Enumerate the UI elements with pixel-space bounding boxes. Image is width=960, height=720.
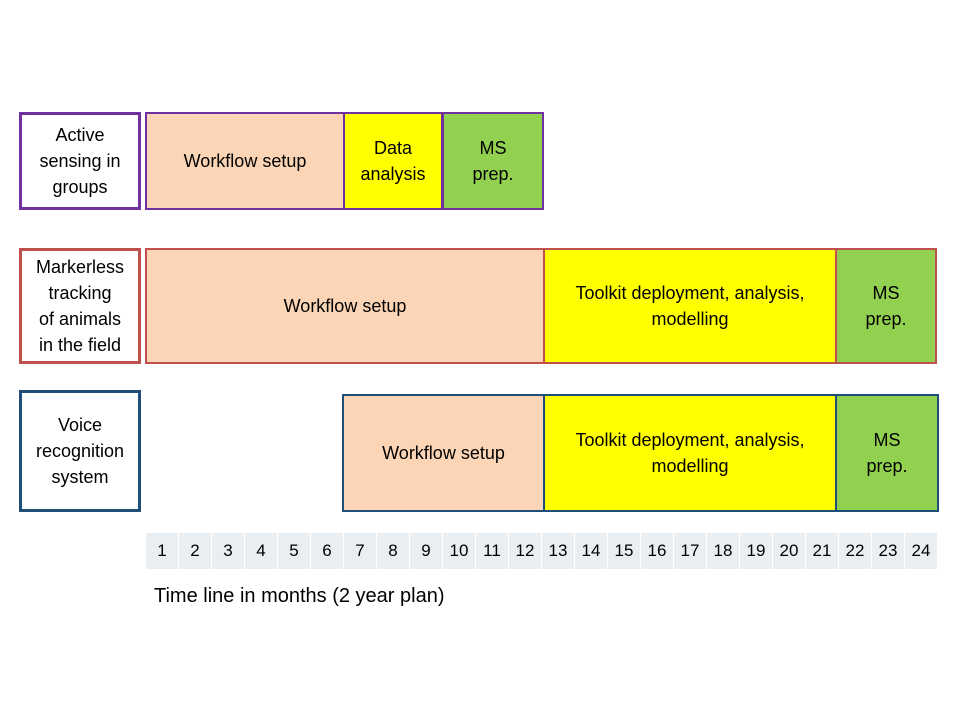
row-2-segment-toolkit-deployment: Toolkit deployment, analysis, modelling xyxy=(543,248,837,364)
timeline-month-cell: 14 xyxy=(575,533,607,569)
timeline-month-cell: 10 xyxy=(443,533,475,569)
row-2-segment-workflow-setup: Workflow setup xyxy=(145,248,545,364)
timeline-month-cell: 19 xyxy=(740,533,772,569)
row-3-segment-workflow-setup: Workflow setup xyxy=(342,394,545,512)
timeline-month-cell: 22 xyxy=(839,533,871,569)
timeline-month-cell: 13 xyxy=(542,533,574,569)
timeline-month-cell: 8 xyxy=(377,533,409,569)
row-label-markerless-tracking: Markerless tracking of animals in the fi… xyxy=(19,248,141,364)
row-3-segment-ms-prep: MS prep. xyxy=(835,394,939,512)
timeline-month-cell: 9 xyxy=(410,533,442,569)
row-1-segment-workflow-setup: Workflow setup xyxy=(145,112,345,210)
timeline-month-cell: 5 xyxy=(278,533,310,569)
timeline-month-cell: 24 xyxy=(905,533,937,569)
row-1-segment-ms-prep: MS prep. xyxy=(442,112,544,210)
timeline-caption: Time line in months (2 year plan) xyxy=(154,585,445,607)
timeline-month-cell: 1 xyxy=(146,533,178,569)
timeline-month-cell: 16 xyxy=(641,533,673,569)
row-3-segment-toolkit-deployment: Toolkit deployment, analysis, modelling xyxy=(543,394,837,512)
timeline-month-cell: 4 xyxy=(245,533,277,569)
row-label-voice-recognition: Voice recognition system xyxy=(19,390,141,512)
timeline-month-cell: 21 xyxy=(806,533,838,569)
row-1-segment-data-analysis: Data analysis xyxy=(343,112,443,210)
timeline-month-cell: 15 xyxy=(608,533,640,569)
timeline-month-cell: 3 xyxy=(212,533,244,569)
timeline-month-cell: 7 xyxy=(344,533,376,569)
timeline-month-cell: 12 xyxy=(509,533,541,569)
timeline-month-cell: 20 xyxy=(773,533,805,569)
timeline-month-cell: 17 xyxy=(674,533,706,569)
timeline-month-cell: 2 xyxy=(179,533,211,569)
timeline-month-cell: 6 xyxy=(311,533,343,569)
timeline-month-cell: 23 xyxy=(872,533,904,569)
timeline-month-cell: 18 xyxy=(707,533,739,569)
row-label-active-sensing: Active sensing in groups xyxy=(19,112,141,210)
row-2-segment-ms-prep: MS prep. xyxy=(835,248,937,364)
timeline-month-cell: 11 xyxy=(476,533,508,569)
